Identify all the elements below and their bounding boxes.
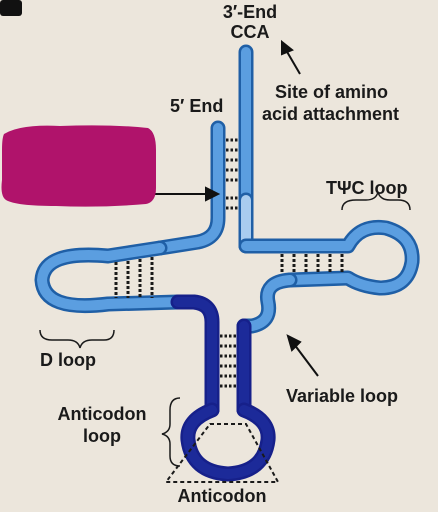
label-anticodon: Anticodon: [178, 486, 267, 506]
label-tpsic-loop: TΨC loop: [326, 178, 408, 198]
marker-arrow-head: [205, 186, 221, 202]
label-3prime-end: 3′-End: [223, 2, 277, 22]
label-anticodon-loop-line1: Anticodon: [58, 404, 147, 424]
d-stem-base-pairs: [114, 257, 154, 298]
anticodon-loop-brace: [161, 397, 181, 467]
acceptor-stem-base-pairs: [226, 138, 238, 210]
label-variable-loop: Variable loop: [286, 386, 398, 406]
trna-strand: [34, 44, 420, 482]
label-site-amino: Site of amino: [275, 82, 388, 102]
panel-tab-marker: [0, 0, 22, 16]
label-5prime-end: 5′ End: [170, 96, 223, 116]
variable-loop-strand: [239, 275, 295, 331]
label-cca: CCA: [231, 22, 270, 42]
redaction-marker: [1, 125, 156, 207]
acceptor-5prime-strand: [155, 123, 223, 253]
anticodon-loop-strand: [182, 405, 274, 479]
t-stem-base-pairs: [280, 254, 344, 273]
label-d-loop: D loop: [40, 350, 96, 370]
anticodon-arm-left: [173, 297, 217, 415]
pointer-arrows: [150, 39, 319, 377]
anticodon-bracket: [163, 423, 280, 483]
tpsic-loop-brace: [341, 191, 411, 211]
anticodon-stem-base-pairs: [220, 334, 236, 388]
label-anticodon-loop-line2: loop: [83, 426, 121, 446]
d-loop-brace: [39, 329, 115, 349]
variable-loop-arrow-line: [293, 343, 319, 377]
d-loop-strand: [37, 243, 183, 311]
label-site-acid: acid attachment: [262, 104, 399, 124]
acceptor-5prime-strand-outline: [152, 120, 226, 256]
site-arrow-line: [285, 49, 301, 75]
variable-loop-arrow-head: [286, 334, 302, 352]
base-pairs: [114, 138, 344, 388]
site-arrow-head: [281, 39, 294, 56]
tpsic-loop-strand: [241, 222, 418, 293]
